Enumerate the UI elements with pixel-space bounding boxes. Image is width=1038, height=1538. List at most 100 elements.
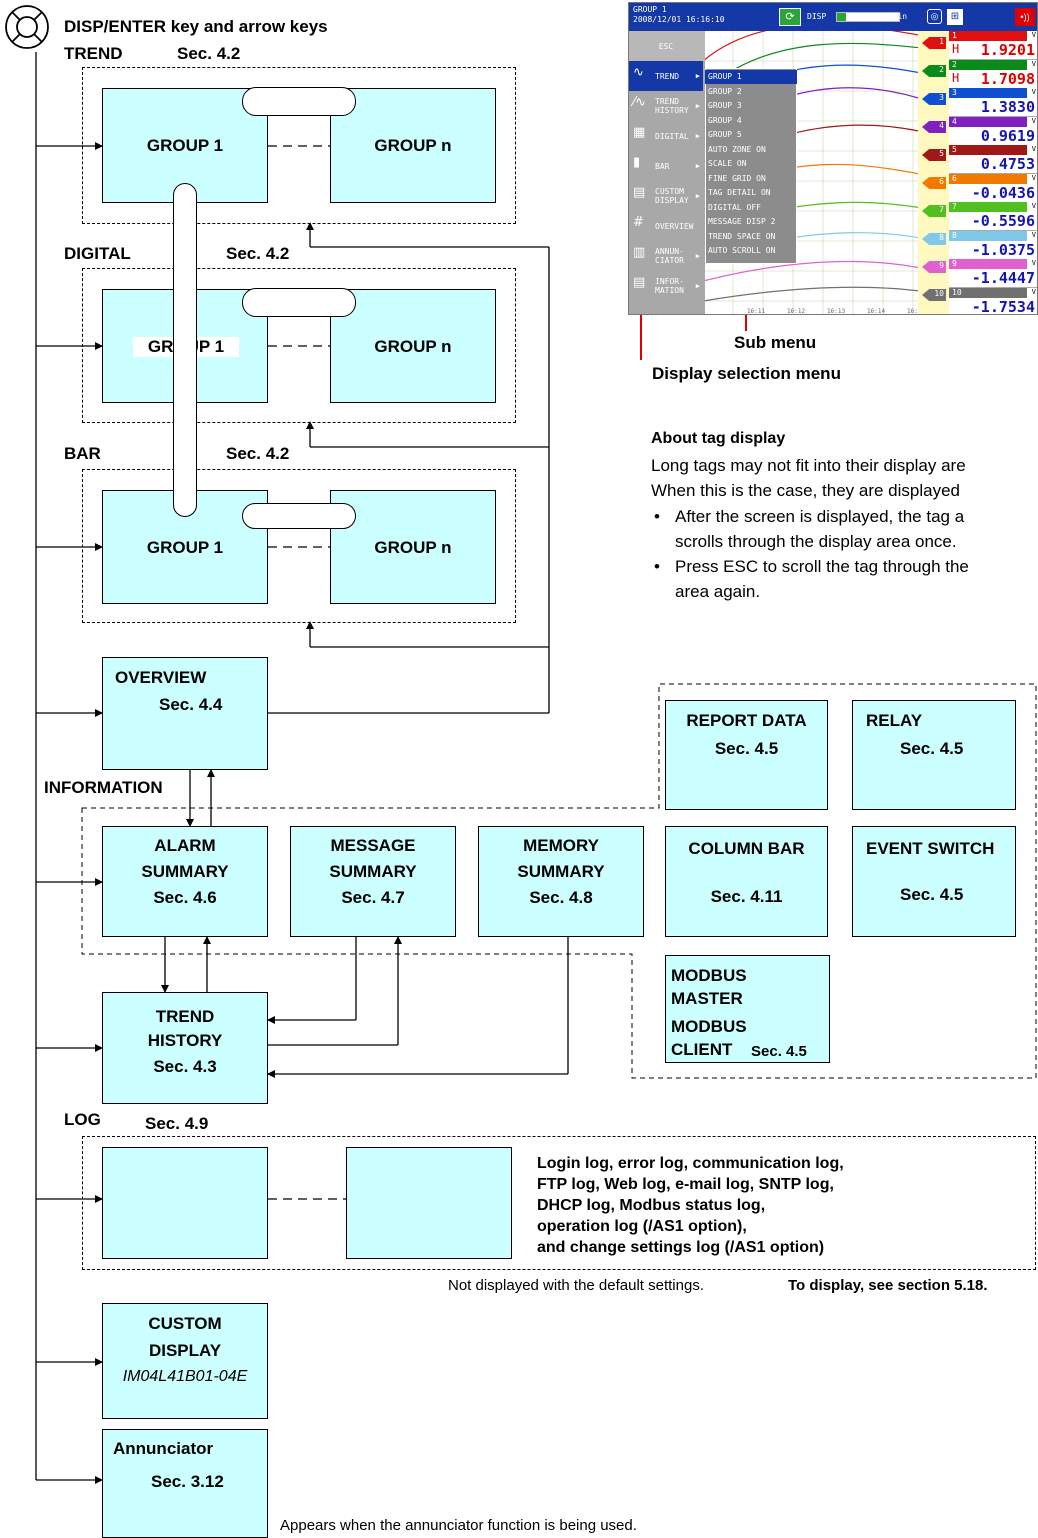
tag-about-line1: Long tags may not fit into their display… [651, 456, 966, 475]
channel-tag-marker: 6 [922, 177, 946, 189]
menu-label-8: ANNUN-CIATOR [655, 247, 684, 265]
status-group: GROUP 1 [633, 5, 667, 14]
memory-summary-box: MEMORY SUMMARY Sec. 4.8 [478, 826, 644, 937]
sub-menu-item-7[interactable]: SCALE ON [708, 159, 747, 168]
sub-menu[interactable] [705, 68, 797, 264]
trendhist-title-2: HISTORY [147, 1031, 223, 1050]
xtick-4: 16:14 [867, 308, 885, 315]
display-menu-item-2[interactable]: ∿ TREND ▶ [629, 61, 703, 91]
sub-menu-item-12[interactable]: TREND SPACE ON [708, 231, 776, 241]
overview-sec: Sec. 4.4 [159, 695, 223, 714]
log-desc-1: Login log, error log, communication log, [537, 1155, 844, 1172]
channel-tag-number: 3 [939, 93, 944, 102]
modbus-l3: MODBUS [671, 1017, 747, 1036]
default-note-ref: To display, see section 5.18. [788, 1277, 988, 1294]
menu-label-9: INFOR-MATION [655, 277, 684, 295]
log-desc-2: FTP log, Web log, e-mail log, SNTP log, [537, 1176, 834, 1193]
menu-icon-2: ∿ [633, 65, 644, 80]
digital-group-frame [82, 268, 516, 423]
custom-ref: IM04L41B01-04E [122, 1368, 248, 1385]
digital-cycle-connector [242, 288, 356, 317]
menu-esc-bg [629, 31, 705, 61]
display-cycle-connector [173, 183, 197, 517]
channel-alarm: H [952, 42, 960, 56]
channel-value: -1.4447 [971, 269, 1035, 287]
information-frame [81, 683, 1037, 1079]
channel-tag-number: 6 [939, 177, 944, 186]
channel-tag-marker: 3 [922, 93, 946, 105]
log-desc-5: and change settings log (/AS1 option) [537, 1239, 825, 1256]
display-menu-item-3[interactable]: ⁄∿TREND HISTORY▶ [629, 91, 703, 121]
channel-tag-marker: 5 [922, 149, 946, 161]
channel-number: 5 [949, 145, 1027, 155]
display-menu-item-1[interactable]: ESC [629, 31, 703, 61]
sub-menu-item-3[interactable]: GROUP 3 [708, 101, 742, 110]
status-time: 54min [883, 12, 908, 21]
event-title: EVENT SWITCH [866, 839, 995, 858]
sub-menu-item-8[interactable]: FINE GRID ON [708, 173, 766, 183]
custom-display-box: CUSTOM DISPLAY IM04L41B01-04E [102, 1303, 268, 1419]
sub-menu-item-5[interactable]: GROUP 5 [708, 130, 742, 139]
display-menu-item-9[interactable]: ▤INFOR-MATION▶ [629, 271, 703, 301]
tag-about-bullet1: • [654, 507, 660, 526]
channel-alarm: H [952, 70, 960, 85]
display-menu-item-4[interactable]: ▦DIGITAL▶ [629, 121, 703, 151]
message-sec: Sec. 4.7 [341, 888, 405, 907]
alarm-sec: Sec. 4.6 [153, 888, 217, 907]
sub-menu-item-1[interactable]: GROUP 1 [705, 70, 797, 84]
sub-menu-item-13[interactable]: AUTO SCROLL ON [708, 246, 776, 255]
display-menu-item-5[interactable]: ▮BAR▶ [629, 151, 703, 181]
memory-bar [836, 12, 900, 22]
display-menu-item-8[interactable]: ▥ANNUN-CIATOR▶ [629, 241, 703, 271]
display-menu-item-7[interactable]: #OVERVIEW [629, 211, 703, 241]
channel-tag-number: 8 [939, 233, 944, 242]
tag-about-b2a: Press ESC to scroll the tag through the [675, 557, 969, 576]
sub-menu-item-4[interactable]: GROUP 4 [708, 115, 742, 125]
channel-value: -0.0436 [971, 183, 1035, 202]
bar-cycle-connector [242, 503, 356, 529]
sub-menu-item-6[interactable]: AUTO ZONE ON [708, 144, 766, 154]
modbus-l2: MASTER [671, 989, 743, 1008]
menu-arrow-icon: ▶ [695, 71, 700, 80]
channel-number: 4 [949, 116, 1027, 127]
channel-unit: V [1031, 202, 1036, 210]
digital-sec: Sec. 4.2 [226, 244, 290, 263]
tag-about-b1b: scrolls through the display area once. [675, 532, 957, 551]
keypad-icon [5, 5, 49, 49]
channel-value: -1.7534 [971, 297, 1035, 315]
channel-number: 7 [949, 202, 1027, 212]
event-sec: Sec. 4.5 [900, 885, 964, 904]
display-menu-item-6[interactable]: ▤CUSTOM DISPLAY▶ [629, 181, 703, 211]
bar-groupn-label: GROUP n [374, 538, 452, 557]
alarm-icon: •)) [1015, 8, 1035, 26]
relay-title: RELAY [866, 711, 923, 730]
log-desc-3: DHCP log, Modbus status log, [537, 1197, 766, 1214]
channel-value: 1.7098 [980, 69, 1035, 88]
sub-menu-item-9[interactable]: TAG DETAIL ON [708, 188, 771, 197]
channel-tag-number: 10 [934, 289, 944, 298]
channel-value: 0.4753 [980, 155, 1035, 173]
sub-menu-item-11[interactable]: MESSAGE DISP 2 [708, 217, 776, 226]
channel-value: -1.0375 [971, 240, 1035, 259]
status-bar [629, 3, 1037, 31]
menu-icon-6: ▤ [633, 185, 646, 200]
digital-groupn-label: GROUP n [374, 337, 452, 356]
menu-label-5: BAR [655, 161, 670, 171]
annunciator-sec: Sec. 3.12 [151, 1472, 224, 1491]
memory-title-2: SUMMARY [517, 862, 605, 881]
tag-about-bullet2: • [654, 557, 660, 576]
menu-label-2: TREND [655, 71, 680, 81]
channel-number: 9 [949, 259, 1027, 269]
digital-groupn-box: GROUP n [330, 289, 496, 403]
trendhist-sec: Sec. 4.3 [153, 1057, 217, 1076]
sub-menu-item-10[interactable]: DIGITAL OFF [708, 202, 761, 212]
modbus-box: MODBUS MASTER MODBUS CLIENT Sec. 4.5 [665, 955, 830, 1063]
sub-menu-item-2[interactable]: GROUP 2 [708, 86, 742, 96]
menu-icon-5: ▮ [633, 155, 641, 170]
